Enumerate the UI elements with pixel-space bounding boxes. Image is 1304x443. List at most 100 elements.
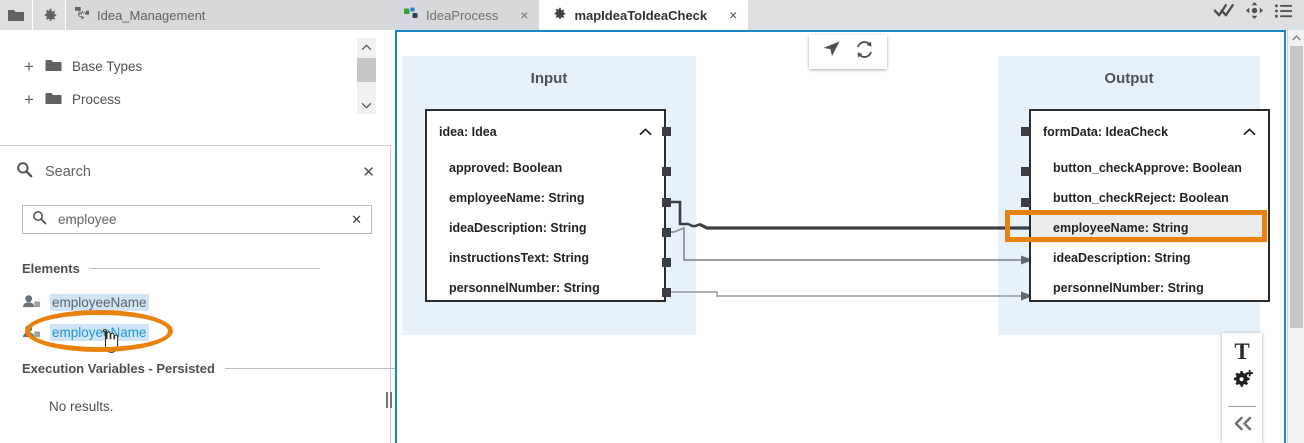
input-field-instructions-text[interactable]: instructionsText: String — [427, 243, 664, 273]
user-variable-icon — [22, 294, 41, 311]
settings-button[interactable] — [33, 0, 66, 30]
close-icon[interactable]: ✕ — [362, 164, 375, 181]
tab-label: mapIdeaToIdeaCheck — [574, 7, 708, 23]
chevron-up-icon[interactable] — [1243, 125, 1256, 139]
folder-icon — [8, 9, 24, 22]
editor-tab-bar: IdeaProcess × mapIdeaToIdeaCheck × — [391, 0, 1304, 30]
group-title: Execution Variables - Persisted — [22, 361, 215, 376]
tab-label: IdeaProcess — [426, 7, 499, 23]
annotation-rect-output-employee-name — [1005, 210, 1267, 242]
list-icon[interactable] — [1275, 3, 1292, 23]
panel-splitter[interactable] — [385, 390, 393, 410]
search-icon — [16, 161, 33, 183]
add-gear-icon[interactable] — [1231, 370, 1254, 396]
pointer-icon[interactable] — [822, 40, 841, 64]
folder-icon — [45, 92, 62, 108]
output-field-personnel-number[interactable]: personnelNumber: String — [1031, 273, 1268, 303]
divider — [1228, 406, 1256, 407]
input-field-employee-name[interactable]: employeeName: String — [427, 183, 664, 213]
field-label: button_checkReject: Boolean — [1053, 191, 1229, 205]
output-node-header-label: formData: IdeaCheck — [1043, 125, 1169, 139]
input-node-header[interactable]: idea: Idea — [427, 111, 664, 153]
input-title: Input — [530, 70, 568, 87]
project-tab[interactable]: Idea_Management — [66, 0, 391, 30]
divider — [89, 268, 320, 269]
double-check-icon[interactable] — [1213, 3, 1234, 23]
tree-item-base-types[interactable]: + Base Types — [0, 50, 391, 83]
list-item-label: employeeName — [50, 294, 149, 311]
output-node-header[interactable]: formData: IdeaCheck — [1031, 111, 1268, 153]
output-node[interactable]: formData: IdeaCheck button_checkApprove:… — [1029, 109, 1270, 302]
output-port-employee-name[interactable] — [662, 198, 671, 207]
input-field-idea-description[interactable]: ideaDescription: String — [427, 213, 664, 243]
output-port-idea-description[interactable] — [662, 228, 671, 237]
search-icon — [32, 210, 47, 230]
output-field-button-check-reject[interactable]: button_checkReject: Boolean — [1031, 183, 1268, 213]
close-icon[interactable]: × — [729, 7, 738, 23]
canvas-side-toolbar: T — [1222, 333, 1262, 443]
group-header-elements: Elements — [22, 261, 320, 276]
refresh-sync-icon[interactable] — [855, 40, 874, 64]
scrollbar-thumb[interactable] — [357, 58, 376, 82]
tab-map-idea-to-idea-check[interactable]: mapIdeaToIdeaCheck × — [539, 0, 749, 30]
input-port-form-data[interactable] — [1021, 127, 1030, 136]
field-label: personnelNumber: String — [1053, 281, 1204, 295]
output-port-instructions-text[interactable] — [662, 258, 671, 267]
search-panel-header: Search ✕ — [0, 153, 391, 191]
tab-bar-actions — [1213, 2, 1304, 30]
canvas-vertical-scrollbar[interactable] — [1287, 30, 1304, 443]
chevron-up-icon[interactable] — [639, 125, 652, 139]
scrollbar-thumb[interactable] — [1290, 46, 1303, 328]
tree-item-label: Process — [72, 92, 121, 107]
output-field-button-check-approve[interactable]: button_checkApprove: Boolean — [1031, 153, 1268, 183]
field-label: employeeName: String — [1053, 221, 1189, 235]
output-port-personnel-number[interactable] — [662, 288, 671, 297]
search-panel-title: Search — [45, 164, 91, 180]
input-node-header-label: idea: Idea — [439, 125, 497, 139]
mapping-canvas[interactable]: Input Output idea: Idea — [395, 30, 1286, 443]
input-field-approved[interactable]: approved: Boolean — [427, 153, 664, 183]
list-item[interactable]: employeeName — [22, 294, 149, 311]
clear-icon[interactable]: ✕ — [351, 211, 362, 227]
field-label: ideaDescription: String — [1053, 251, 1191, 265]
left-panel: Idea_Management + Base Types + Process — [0, 0, 408, 443]
tree-item-process[interactable]: + Process — [0, 83, 391, 116]
scroll-up-icon[interactable] — [1288, 30, 1304, 46]
empty-state-text: No results. — [49, 399, 114, 414]
project-hierarchy-icon — [75, 7, 90, 23]
field-label: instructionsText: String — [449, 251, 590, 265]
collapse-left-icon[interactable] — [1231, 416, 1254, 436]
search-input-value[interactable]: employee — [58, 212, 117, 227]
input-field-personnel-number[interactable]: personnelNumber: String — [427, 273, 664, 303]
output-port-idea[interactable] — [662, 127, 671, 136]
input-port-button-check-reject[interactable] — [1021, 198, 1030, 207]
divider — [224, 368, 408, 369]
input-node[interactable]: idea: Idea approved: Boolean employeeNam… — [425, 109, 666, 302]
field-label: ideaDescription: String — [449, 221, 587, 235]
text-tool-icon[interactable]: T — [1234, 339, 1250, 364]
field-label: approved: Boolean — [449, 161, 563, 175]
field-label: button_checkApprove: Boolean — [1053, 161, 1242, 175]
move-arrows-icon[interactable] — [1246, 2, 1263, 24]
expand-icon[interactable]: + — [24, 57, 34, 76]
input-port-button-check-approve[interactable] — [1021, 167, 1030, 176]
scroll-down-icon[interactable] — [361, 96, 372, 114]
tab-idea-process[interactable]: IdeaProcess × — [391, 0, 540, 30]
left-panel-toolbar: Idea_Management — [0, 0, 391, 30]
output-field-idea-description[interactable]: ideaDescription: String — [1031, 243, 1268, 273]
close-icon[interactable]: × — [520, 7, 529, 23]
project-name: Idea_Management — [97, 7, 206, 23]
tree-scrollbar[interactable] — [357, 38, 376, 114]
scroll-up-icon[interactable] — [361, 38, 372, 56]
expand-icon[interactable]: + — [24, 90, 34, 109]
tree-item-label: Base Types — [72, 59, 143, 74]
project-tree: + Base Types + Process — [0, 30, 391, 146]
process-icon — [404, 7, 418, 23]
annotation-ellipse-employee-name — [25, 310, 173, 352]
output-port-approved[interactable] — [662, 167, 671, 176]
folder-button[interactable] — [0, 0, 33, 30]
folder-icon — [45, 59, 62, 75]
gear-icon — [42, 8, 57, 23]
search-input[interactable]: employee ✕ — [22, 205, 372, 234]
